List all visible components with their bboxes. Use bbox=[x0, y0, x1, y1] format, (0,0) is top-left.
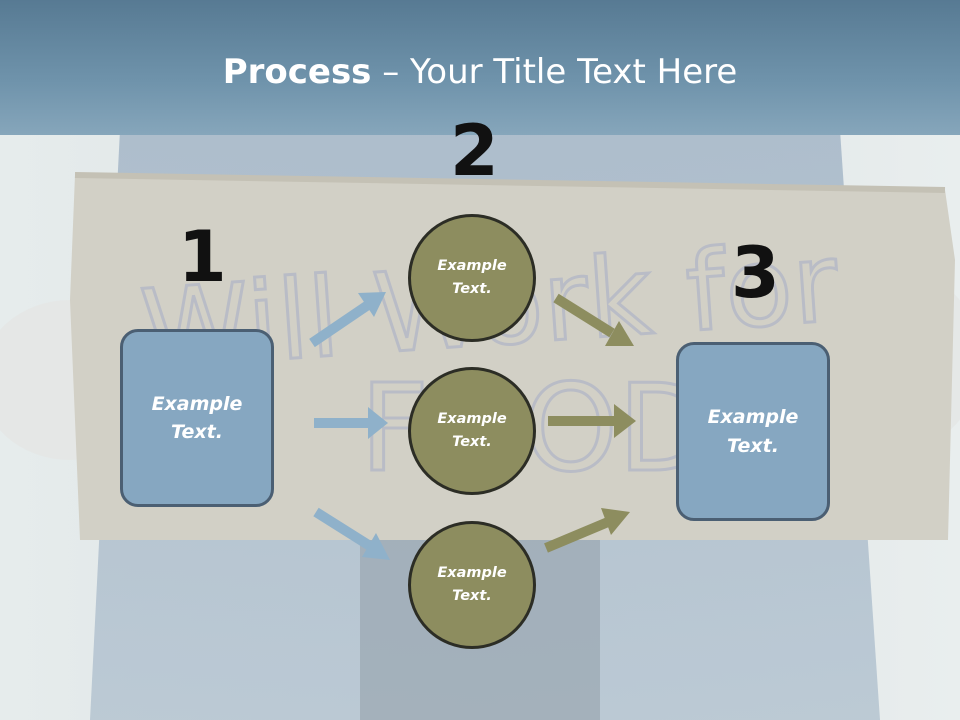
arrow-left-to-bottom bbox=[313, 507, 390, 560]
arrow-left-to-middle bbox=[314, 407, 388, 439]
title-bold: Process bbox=[222, 52, 372, 92]
step-number-2: 2 bbox=[450, 110, 499, 192]
step-number-1: 1 bbox=[178, 216, 227, 298]
arrow-top-to-right bbox=[553, 293, 634, 346]
step1-box[interactable]: Example Text. bbox=[120, 329, 274, 507]
step1-box-label: Example Text. bbox=[151, 392, 243, 444]
title-rest: – Your Title Text Here bbox=[371, 52, 738, 92]
step2-circle-middle[interactable]: Example Text. bbox=[408, 367, 536, 495]
arrow-left-to-top bbox=[309, 292, 386, 348]
circle-middle-label: Example Text. bbox=[437, 410, 507, 450]
title-bar bbox=[0, 0, 960, 135]
step3-box-label: Example Text. bbox=[707, 406, 799, 457]
step-number-3: 3 bbox=[731, 232, 780, 314]
step3-box[interactable]: Example Text. bbox=[676, 342, 830, 521]
slide-title: Process – Your Title Text Here bbox=[0, 52, 960, 92]
step2-circle-top[interactable]: Example Text. bbox=[408, 214, 536, 342]
arrow-bottom-to-right bbox=[544, 508, 630, 553]
arrow-middle-to-right bbox=[548, 404, 636, 438]
circle-bottom-label: Example Text. bbox=[437, 564, 507, 604]
circle-top-label: Example Text. bbox=[437, 257, 507, 297]
step2-circle-bottom[interactable]: Example Text. bbox=[408, 521, 536, 649]
